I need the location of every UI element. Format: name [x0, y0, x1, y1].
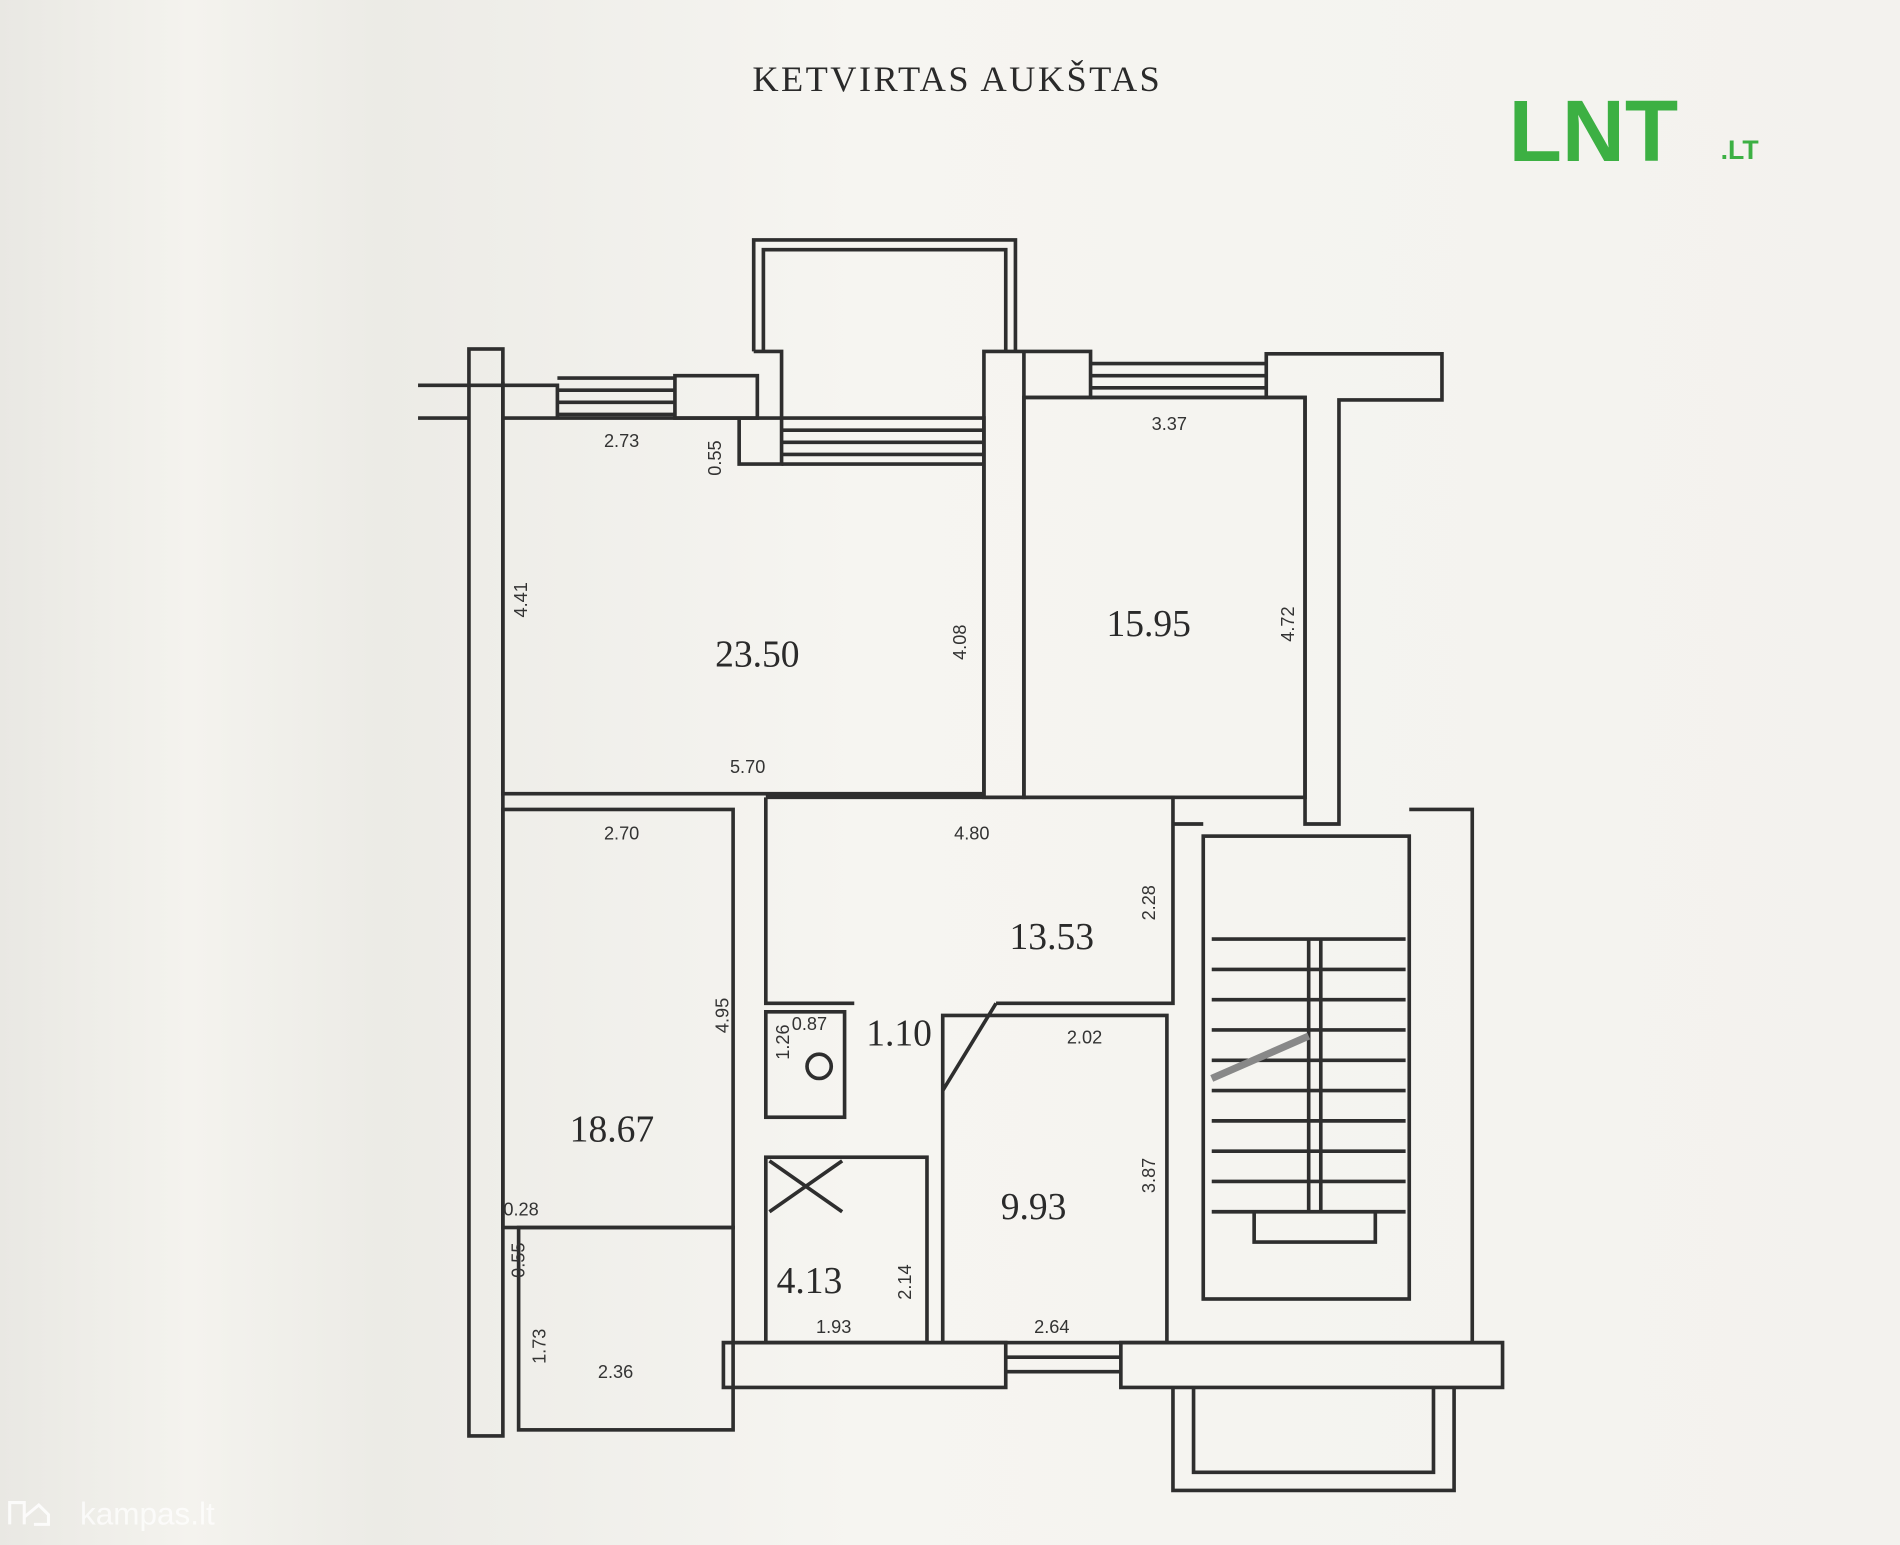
dim: 4.95 [712, 998, 732, 1033]
balcony-stair [1171, 1387, 1456, 1493]
area-wc: 1.10 [866, 1014, 932, 1055]
area-bath: 4.13 [777, 1261, 843, 1302]
balcony-top [751, 238, 1018, 352]
dim: 5.70 [730, 757, 765, 777]
dim: 3.87 [1139, 1158, 1159, 1193]
room-bath [763, 1155, 929, 1345]
room-living [501, 416, 986, 796]
outer-left-wall [467, 347, 505, 1438]
walls-right-room [982, 349, 1444, 826]
dim: 0.55 [509, 1243, 529, 1278]
dim: 0.87 [792, 1014, 827, 1034]
dim: 1.73 [529, 1329, 549, 1364]
watermark-text: kampas.lt [80, 1495, 215, 1531]
area-living: 23.50 [715, 634, 799, 675]
dim: 1.93 [816, 1317, 851, 1337]
lnt-logo: LNT .LT [1509, 83, 1759, 180]
dim: 2.02 [1067, 1027, 1102, 1047]
dim: 2.14 [895, 1264, 915, 1299]
plan-title: KETVIRTAS AUKŠTAS [752, 59, 1162, 99]
dim: 4.08 [950, 625, 970, 660]
kampas-watermark: kampas.lt [8, 1495, 215, 1531]
dim: 3.37 [1152, 414, 1187, 434]
outer-bottom-wall [721, 1340, 1505, 1390]
staircase [1201, 834, 1412, 1301]
dim: 4.80 [954, 824, 989, 844]
right-outer-wall [1172, 807, 1475, 1343]
window [781, 428, 984, 466]
dimensions: 2.73 0.55 3.37 4.41 4.08 4.72 5.70 2.70 … [503, 414, 1298, 1382]
window [1090, 361, 1267, 400]
dim: 4.41 [511, 582, 531, 617]
area-bedroom-2: 18.67 [570, 1109, 654, 1150]
balcony-bottom [516, 1225, 735, 1432]
top-left-wall [418, 349, 784, 466]
dim: 1.26 [773, 1024, 793, 1059]
toilet-icon [805, 1052, 834, 1081]
door-swing [941, 1002, 998, 1092]
stairs [1210, 937, 1406, 1244]
dim: 4.72 [1278, 606, 1298, 641]
area-kitchen: 9.93 [1001, 1187, 1067, 1228]
area-bedroom: 15.95 [1106, 604, 1190, 645]
shower-icon [768, 1159, 844, 1214]
room-areas: 23.50 15.95 13.53 18.67 9.93 4.13 1.10 [570, 604, 1191, 1302]
dim: 2.36 [598, 1362, 633, 1382]
room-kitchen [940, 1013, 1169, 1345]
dim: 2.70 [604, 824, 639, 844]
area-hall: 13.53 [1010, 917, 1094, 958]
room-bedroom [1022, 395, 1307, 800]
room-hall [763, 795, 1175, 1006]
dim: 2.64 [1034, 1317, 1069, 1337]
logo-suffix: .LT [1721, 135, 1759, 165]
room-bedroom-2 [501, 807, 735, 1230]
logo-main: LNT [1509, 83, 1679, 180]
walls [418, 238, 1505, 1493]
dim: 0.28 [503, 1199, 538, 1219]
dim: 2.73 [604, 431, 639, 451]
window [557, 376, 675, 417]
dim: 0.55 [705, 440, 725, 475]
dim: 2.28 [1139, 885, 1159, 920]
room-wc [763, 1010, 847, 1120]
